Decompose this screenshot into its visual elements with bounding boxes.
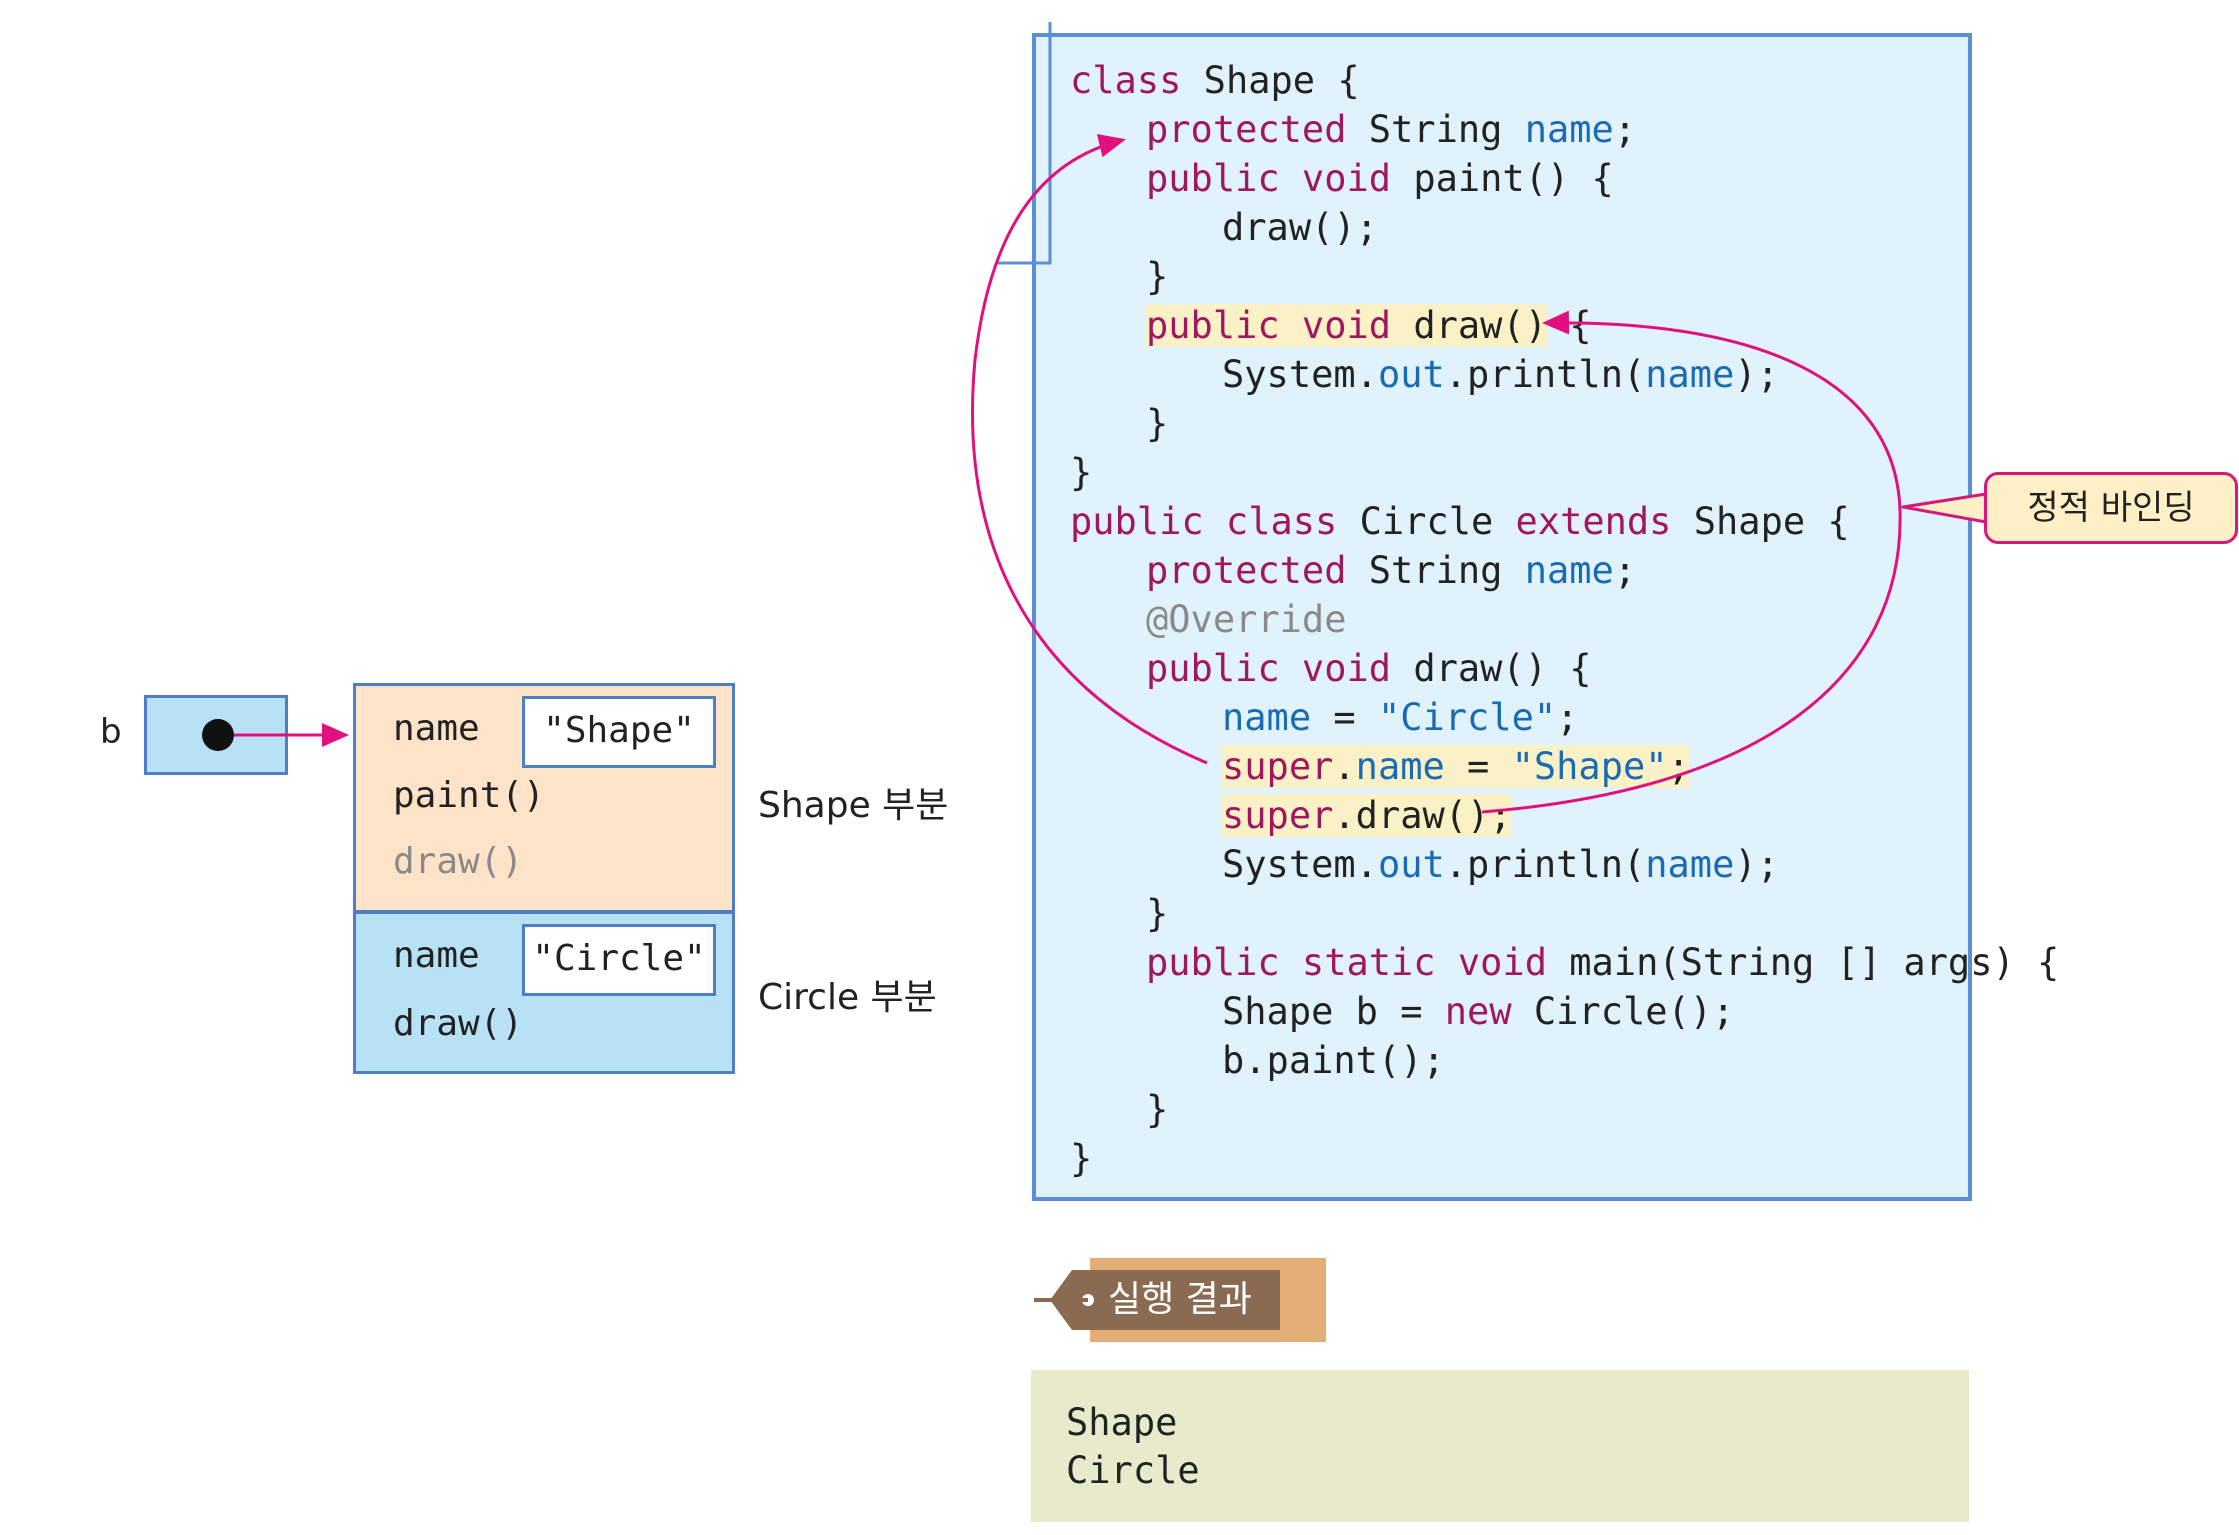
result-line-2: Circle xyxy=(1066,1449,1200,1492)
shape-part-field-name: name xyxy=(393,708,480,749)
circle-part-field-value: "Circle" xyxy=(522,924,716,996)
code-line-8: } xyxy=(1146,402,1169,445)
code-line-3: public void paint() { xyxy=(1146,157,1614,200)
code-line-16: super.draw(); xyxy=(1222,794,1512,837)
reference-pointer-dot xyxy=(202,719,234,751)
shape-part-method-draw: draw() xyxy=(393,841,524,882)
reference-variable-label: b xyxy=(100,712,122,752)
code-line-2: protected String name; xyxy=(1146,108,1637,151)
code-line-4: draw(); xyxy=(1222,206,1378,249)
code-line-13: public void draw() { xyxy=(1146,647,1592,690)
result-tag: 실행 결과 xyxy=(1050,1270,1280,1330)
code-line-6: public void draw() { xyxy=(1146,304,1592,347)
code-line-21: b.paint(); xyxy=(1222,1039,1445,1082)
code-line-15: super.name = "Shape"; xyxy=(1222,745,1690,788)
shape-part-method-paint: paint() xyxy=(393,775,545,816)
code-line-12: @Override xyxy=(1146,598,1347,641)
result-line-1: Shape xyxy=(1066,1401,1178,1444)
shape-part-field-value: "Shape" xyxy=(522,696,716,768)
code-panel: class Shape { protected String name; pub… xyxy=(1032,33,2059,1201)
result-output-box: Shape Circle xyxy=(1031,1370,1969,1522)
super-name-arrow xyxy=(971,133,1208,765)
code-line-17: System.out.println(name); xyxy=(1222,843,1779,886)
circle-part-method-draw: draw() xyxy=(393,1003,524,1044)
code-line-14: name = "Circle"; xyxy=(1222,696,1579,739)
static-binding-callout: 정적 바인딩 xyxy=(1984,472,2238,544)
code-line-11: protected String name; xyxy=(1146,549,1637,592)
code-line-5: } xyxy=(1146,255,1169,298)
circle-part-label: Circle 부분 xyxy=(758,977,937,1018)
super-draw-arrow xyxy=(1481,310,1902,814)
code-line-7: System.out.println(name); xyxy=(1222,353,1779,396)
code-line-18: } xyxy=(1146,892,1169,935)
code-line-20: Shape b = new Circle(); xyxy=(1222,990,1735,1033)
code-line-19: public static void main(String [] args) … xyxy=(1146,941,2060,984)
code-line-1: class Shape { xyxy=(1070,59,1360,102)
circle-part-field-name: name xyxy=(393,935,480,976)
code-line-23: } xyxy=(1070,1137,1093,1180)
bracket-line xyxy=(997,22,1052,265)
shape-part-label: Shape 부분 xyxy=(758,785,949,826)
code-line-22: } xyxy=(1146,1088,1169,1131)
code-line-10: public class Circle extends Shape { xyxy=(1070,500,1850,543)
code-line-9: } xyxy=(1070,451,1093,494)
